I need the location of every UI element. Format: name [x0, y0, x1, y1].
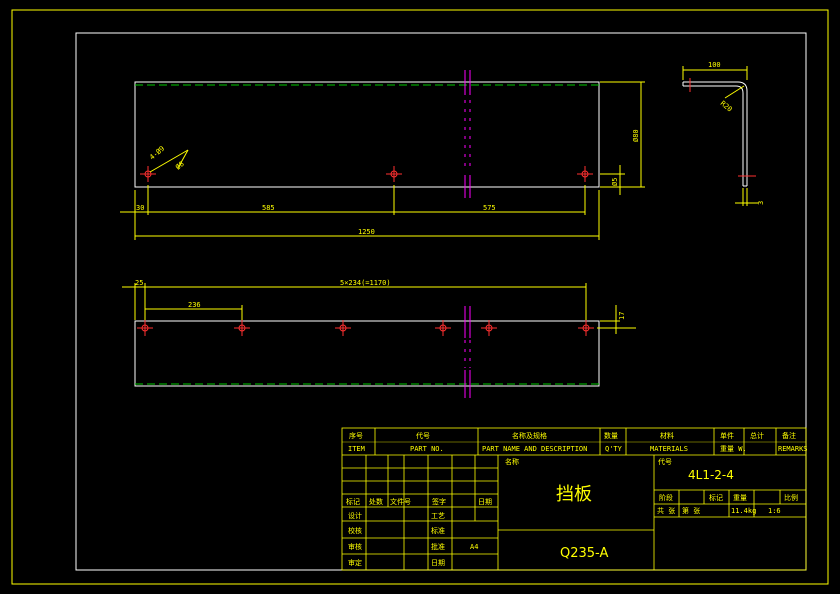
hdr-material: 材料 [660, 431, 674, 440]
dim-height: Ø80 [632, 129, 640, 142]
bottom-view-outline [134, 320, 600, 387]
stage-weight: 重量 [733, 494, 747, 502]
hdr-seq-en: ITEM [348, 445, 365, 453]
paper-size: A4 [470, 543, 478, 551]
dim-pitch-1: 585 [262, 204, 275, 212]
scale-value: 1:6 [768, 507, 781, 515]
hdr-qty-en: Q'TY [605, 445, 623, 453]
rev-count: 处数 [369, 497, 383, 506]
hole-mark [386, 166, 402, 182]
hdr-qty: 数量 [604, 431, 618, 440]
hole-callout-1: 4-Ø9 [148, 145, 166, 162]
dim-edge: 30 [136, 204, 144, 212]
sheet-index: 第 张 [682, 506, 700, 515]
leader-line [177, 149, 189, 169]
hdr-remarks: 备注 [782, 431, 796, 440]
role-check: 审核 [348, 542, 362, 551]
role-approve: 审定 [348, 558, 362, 567]
rev-mark: 标记 [346, 497, 360, 506]
hole-mark [578, 320, 594, 336]
hole-mark [137, 320, 153, 336]
hole-mark [435, 320, 451, 336]
drawing-number: 4L1-2-4 [688, 468, 734, 482]
leader-line [724, 85, 745, 99]
dim-pitch-2: 575 [483, 204, 496, 212]
side-view: 100 R20 3 [682, 61, 765, 206]
dim-pattern: 5×234(=1170) [340, 279, 391, 287]
hole-mark [140, 166, 156, 182]
bent-profile [683, 81, 748, 186]
top-view: 4-Ø9 Ø8 30 585 575 1250 Ø80 Ø5 [120, 70, 645, 240]
hdr-unit-weight: 单件 [720, 431, 734, 440]
rev-doc-no: 文件号 [390, 497, 411, 506]
dim-bottom: Ø5 [611, 178, 619, 186]
hdr-total-weight: 总计 [750, 431, 764, 440]
role-standard: 标准 [431, 526, 445, 535]
part-material: Q235-A [560, 546, 608, 561]
dim-radius: R20 [719, 99, 734, 113]
stage-mark: 标记 [709, 493, 723, 502]
part-name: 挡板 [556, 484, 592, 505]
break-gap [462, 338, 474, 370]
title-block [341, 427, 807, 571]
hdr-name-en: PART NAME AND DESCRIPTION [482, 445, 587, 453]
hole-mark [335, 320, 351, 336]
rev-sign: 签字 [432, 497, 446, 506]
dim-flange: 100 [708, 61, 721, 69]
hdr-code: 代号 [416, 431, 430, 440]
drawing-frame [75, 32, 807, 571]
hole-mark [481, 320, 497, 336]
hdr-material-en: MATERIALS [650, 445, 688, 453]
sheet-border [11, 9, 829, 585]
hole-mark [577, 166, 593, 182]
dim-pitch-bottom: 236 [188, 301, 201, 309]
dim-edge-bottom: 25 [135, 279, 143, 287]
role-design: 设计 [348, 511, 362, 520]
hdr-code-en: PART NO. [410, 445, 444, 453]
break-gap [462, 95, 474, 175]
dim-thickness: 3 [757, 201, 765, 205]
title-block-text: 序号 ITEM 代号 PART NO. 名称及规格 PART NAME AND … [346, 431, 808, 567]
name-caption: 名称 [505, 457, 519, 466]
leader-line [149, 149, 189, 173]
sheet-count: 共 张 [657, 506, 675, 515]
weight-value: 11.4kg [731, 507, 756, 515]
role-stamp: 批准 [431, 542, 445, 551]
dim-total: 1250 [358, 228, 375, 236]
hdr-weight-en: 重量 W. [720, 445, 747, 453]
bent-profile-inner [683, 85, 744, 186]
hdr-name: 名称及规格 [512, 431, 547, 440]
hole-callout-2: Ø8 [174, 160, 186, 172]
stage-scale: 比例 [784, 493, 798, 502]
bottom-view: 25 236 5×234(=1170) 17 [122, 279, 636, 398]
dim-offset: 17 [618, 312, 626, 320]
stage-label: 阶段 [659, 493, 673, 502]
drawing-no-caption: 代号 [658, 457, 672, 466]
role-review: 校核 [348, 526, 362, 535]
rev-date: 日期 [478, 498, 492, 506]
hdr-seq: 序号 [349, 431, 363, 440]
hdr-remarks-en: REMARKS [778, 445, 808, 453]
hole-mark [234, 320, 250, 336]
role-process: 工艺 [431, 512, 445, 520]
role-date: 日期 [431, 559, 445, 567]
top-view-outline [134, 81, 600, 188]
